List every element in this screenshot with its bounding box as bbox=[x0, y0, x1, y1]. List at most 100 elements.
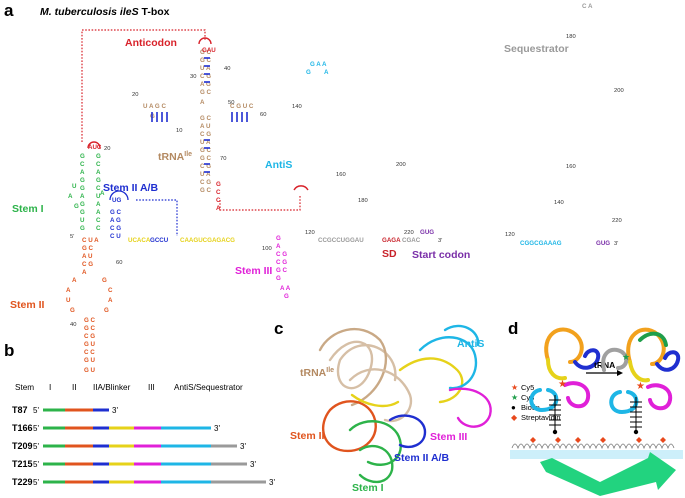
legend: ★Cy5★Cy3●Biotin◆Streptavidin bbox=[511, 383, 561, 422]
start-seq: GUG bbox=[420, 229, 434, 236]
label-sd: SD bbox=[382, 248, 397, 260]
svg-text:AUC: AUC bbox=[88, 144, 102, 151]
svg-text:G C: G C bbox=[82, 245, 94, 252]
svg-text:G U: G U bbox=[84, 367, 96, 374]
num-220-a: 220 bbox=[404, 230, 414, 236]
single-strand-seq: CCGCCUGGAU bbox=[318, 237, 364, 244]
stem-ii-structure: C U AG C A UC G A AA UG GC AG G CG C C G… bbox=[66, 237, 113, 374]
excitation-beam-arrow bbox=[540, 452, 676, 496]
antis-interaction-line bbox=[219, 196, 301, 211]
construct-segment-green bbox=[43, 426, 65, 430]
construct-three-prime: 3' bbox=[112, 406, 118, 415]
svg-text:C: C bbox=[96, 225, 101, 232]
glass-surface bbox=[510, 450, 683, 459]
panel-b-header: Stem I II IIA/Blinker III AntiS/Sequestr… bbox=[15, 383, 243, 392]
svg-text:G: G bbox=[80, 201, 85, 208]
svg-text:A G: A G bbox=[200, 81, 211, 88]
panel-letter-c: c bbox=[274, 319, 283, 338]
svg-text:G: G bbox=[216, 181, 221, 188]
stem-i-structure: GC AG GA GG UG GC AG CU AA CC UA GA AUC bbox=[68, 144, 105, 232]
num-160: 160 bbox=[336, 172, 346, 178]
construct-segment-blue bbox=[93, 426, 109, 430]
svg-text:U: U bbox=[96, 193, 101, 200]
svg-text:A: A bbox=[324, 69, 329, 76]
svg-text:A: A bbox=[108, 297, 113, 304]
svg-text:C G: C G bbox=[200, 163, 211, 170]
construct-segment-cyan bbox=[161, 426, 211, 430]
construct-segment-red bbox=[65, 426, 93, 430]
linker-seq-2: GCCU bbox=[150, 237, 169, 244]
svg-text:C: C bbox=[216, 189, 221, 196]
biotin-right bbox=[633, 429, 639, 435]
svg-text:A: A bbox=[72, 277, 77, 284]
legend-label: Biotin bbox=[521, 403, 540, 412]
construct-five-prime: 5' bbox=[33, 442, 39, 451]
svg-text:G: G bbox=[276, 235, 281, 242]
construct-name: T229 bbox=[12, 477, 33, 487]
construct-segment-yellow bbox=[109, 444, 134, 448]
svg-text:U A: U A bbox=[200, 65, 211, 72]
construct-segment-green bbox=[43, 408, 65, 412]
svg-text:C U: C U bbox=[110, 233, 121, 240]
svg-text:Stem: Stem bbox=[15, 383, 34, 392]
cy3-star-right: ★ bbox=[622, 352, 630, 362]
construct-name: T209 bbox=[12, 441, 33, 451]
svg-text:G C: G C bbox=[200, 115, 212, 122]
num-200-a: 200 bbox=[396, 162, 406, 168]
label-stem-iii-c: Stem III bbox=[430, 431, 467, 443]
stem-iii-structure: GA C GC G G CG A AG bbox=[276, 235, 291, 300]
construct-five-prime: 5' bbox=[33, 478, 39, 487]
svg-text:G: G bbox=[102, 277, 107, 284]
svg-text:C: C bbox=[96, 185, 101, 192]
construct-five-prime: 5' bbox=[33, 424, 39, 433]
label-stem-ii-c: Stem II bbox=[290, 430, 325, 442]
svg-text:UG: UG bbox=[112, 197, 121, 204]
construct-three-prime: 3' bbox=[240, 442, 246, 451]
svg-text:G: G bbox=[80, 153, 85, 160]
svg-text:C G: C G bbox=[110, 225, 121, 232]
svg-text:G: G bbox=[276, 275, 281, 282]
streptavidin-markers bbox=[530, 437, 666, 443]
svg-text:A U: A U bbox=[200, 123, 211, 130]
construct-segment-red bbox=[65, 408, 93, 412]
num-120-b: 120 bbox=[505, 232, 515, 238]
svg-text:A U: A U bbox=[82, 253, 93, 260]
svg-text:AntiS/Sequestrator: AntiS/Sequestrator bbox=[174, 383, 243, 392]
sd-seq: GAGA bbox=[382, 237, 401, 244]
construct-segment-gray bbox=[211, 480, 266, 484]
svg-text:I: I bbox=[49, 383, 51, 392]
svg-text:C G U C: C G U C bbox=[230, 103, 254, 110]
svg-text:G U: G U bbox=[84, 341, 96, 348]
svg-text:C: C bbox=[108, 287, 113, 294]
stem-iiab-interaction-line bbox=[136, 199, 178, 236]
legend-label: Streptavidin bbox=[521, 413, 561, 422]
svg-text:A: A bbox=[276, 243, 281, 250]
label-anticodon: Anticodon bbox=[125, 37, 177, 49]
svg-text:C: C bbox=[96, 161, 101, 168]
svg-text:G C: G C bbox=[200, 155, 212, 162]
svg-text:A: A bbox=[96, 209, 101, 216]
svg-text:G: G bbox=[74, 203, 79, 210]
num-160-b: 160 bbox=[566, 164, 576, 170]
svg-text:C G: C G bbox=[84, 333, 95, 340]
svg-text:C U A: C U A bbox=[82, 237, 99, 244]
construct-segment-yellow bbox=[109, 462, 134, 466]
stem-iiab-structure: UG G C A G C G C U bbox=[109, 190, 129, 240]
construct-segment-yellow bbox=[109, 426, 134, 430]
label-stem-i: Stem I bbox=[12, 203, 44, 215]
svg-text:A: A bbox=[100, 190, 105, 197]
label-stem-i-c: Stem I bbox=[352, 482, 384, 494]
post-sd-seq: CGAC bbox=[402, 237, 421, 244]
svg-text:U: U bbox=[80, 217, 85, 224]
svg-text:U A: U A bbox=[200, 139, 211, 146]
panel-letter-a: a bbox=[4, 1, 14, 20]
svg-text:C G: C G bbox=[200, 131, 211, 138]
trna-num-20: 20 bbox=[132, 92, 138, 98]
tbox-schematic-right bbox=[601, 327, 681, 415]
svg-text:G: G bbox=[80, 225, 85, 232]
svg-text:G C: G C bbox=[84, 317, 96, 324]
svg-text:A: A bbox=[96, 201, 101, 208]
panel-d: d ★Cy5★Cy3●Biotin◆Streptavidin ★ tRNA bbox=[508, 319, 683, 496]
